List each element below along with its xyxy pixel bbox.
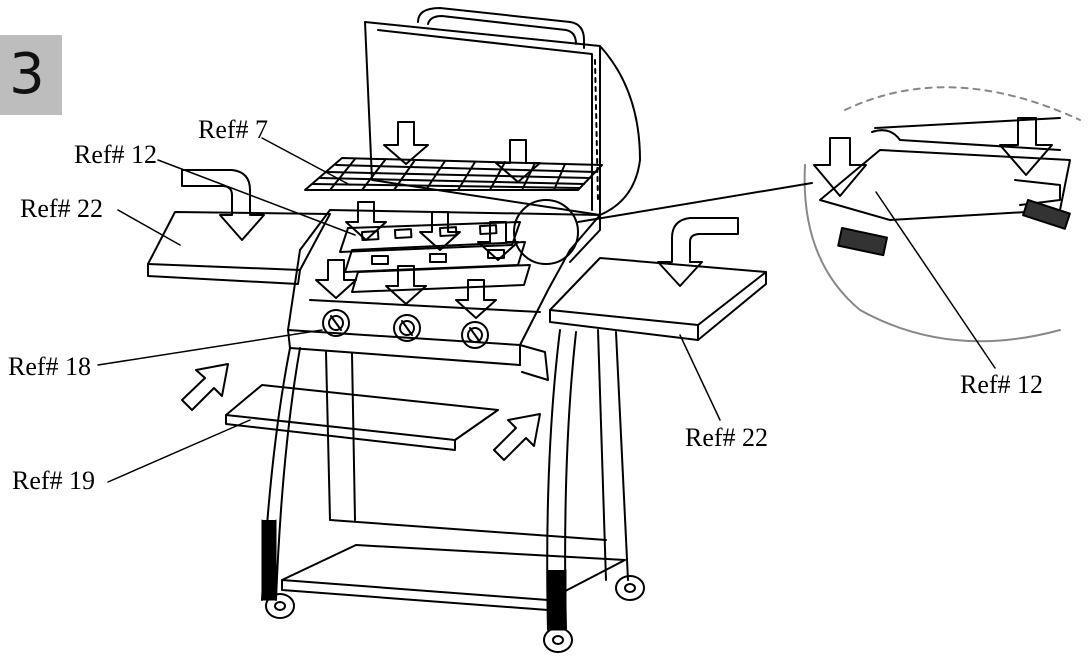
- label-ref22-right-shelf: Ref# 22: [685, 423, 769, 452]
- step-number: 3: [9, 42, 45, 107]
- label-ref22-left-shelf: Ref# 22: [20, 194, 104, 223]
- label-ref7-grate: Ref# 7: [198, 115, 269, 144]
- down-arrows: [315, 121, 541, 319]
- step-number-box: [0, 35, 62, 115]
- right-side-shelf: [549, 257, 767, 341]
- cooking-grate: [304, 157, 603, 191]
- bottom-shelf: [225, 384, 499, 451]
- detail-callout-circle: [513, 199, 579, 265]
- wheels: [265, 575, 645, 653]
- cart-frame: [261, 329, 629, 631]
- bent-arrow-right: [657, 217, 739, 287]
- left-side-shelf: [147, 211, 331, 285]
- label-ref12-detail: Ref# 12: [960, 370, 1044, 399]
- firebox: [287, 209, 601, 381]
- diagonal-arrow-upper: [181, 363, 229, 411]
- label-ref19-bottom-shelf: Ref# 19: [12, 466, 96, 495]
- label-ref18-knob: Ref# 18: [8, 352, 92, 381]
- diagonal-arrow-lower: [493, 413, 541, 461]
- control-knobs: [322, 309, 489, 349]
- flame-tamers: [339, 221, 531, 293]
- grill-lid: [364, 7, 641, 216]
- bent-arrow-left: [181, 169, 265, 241]
- label-ref12-flame-tamer: Ref# 12: [74, 140, 158, 169]
- leader-lines: [97, 137, 996, 483]
- detail-callout: [577, 86, 1081, 343]
